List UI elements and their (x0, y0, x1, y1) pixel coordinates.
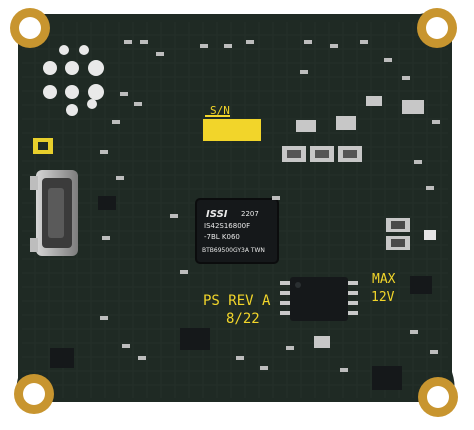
mounting-hole-bottom-left (14, 374, 54, 414)
chip-date-code: 2207 (241, 210, 259, 218)
board-revision: PS REV A (203, 293, 271, 309)
mounting-hole-top-right (417, 8, 457, 48)
chip-part-number: IS42S16800F (204, 222, 250, 230)
max-voltage-value: 12V (371, 290, 395, 305)
board-date: 8/22 (226, 311, 260, 327)
via-grid-top-left (43, 45, 104, 116)
sdram-chip: ISSI 2207 IS42S16800F -7BL K060 BTB69500… (195, 198, 279, 264)
soic8-chip (280, 277, 358, 321)
usb-c-connector (30, 170, 78, 256)
chip-brand: ISSI (206, 209, 228, 220)
serial-number-area (203, 115, 261, 141)
max-voltage-label: MAX (372, 272, 396, 287)
component-cluster-right (296, 96, 436, 390)
chip-grade: -7BL K060 (204, 233, 240, 241)
mounting-hole-bottom-right (418, 377, 458, 417)
passive-components (100, 40, 440, 372)
sn-label: S/N (210, 104, 230, 117)
capacitor-group (282, 146, 362, 162)
chip-lot-code: BTB69500GY3A TWN (202, 247, 265, 254)
mounting-hole-top-left (10, 8, 50, 48)
component-cluster-bottom-left (50, 196, 330, 368)
